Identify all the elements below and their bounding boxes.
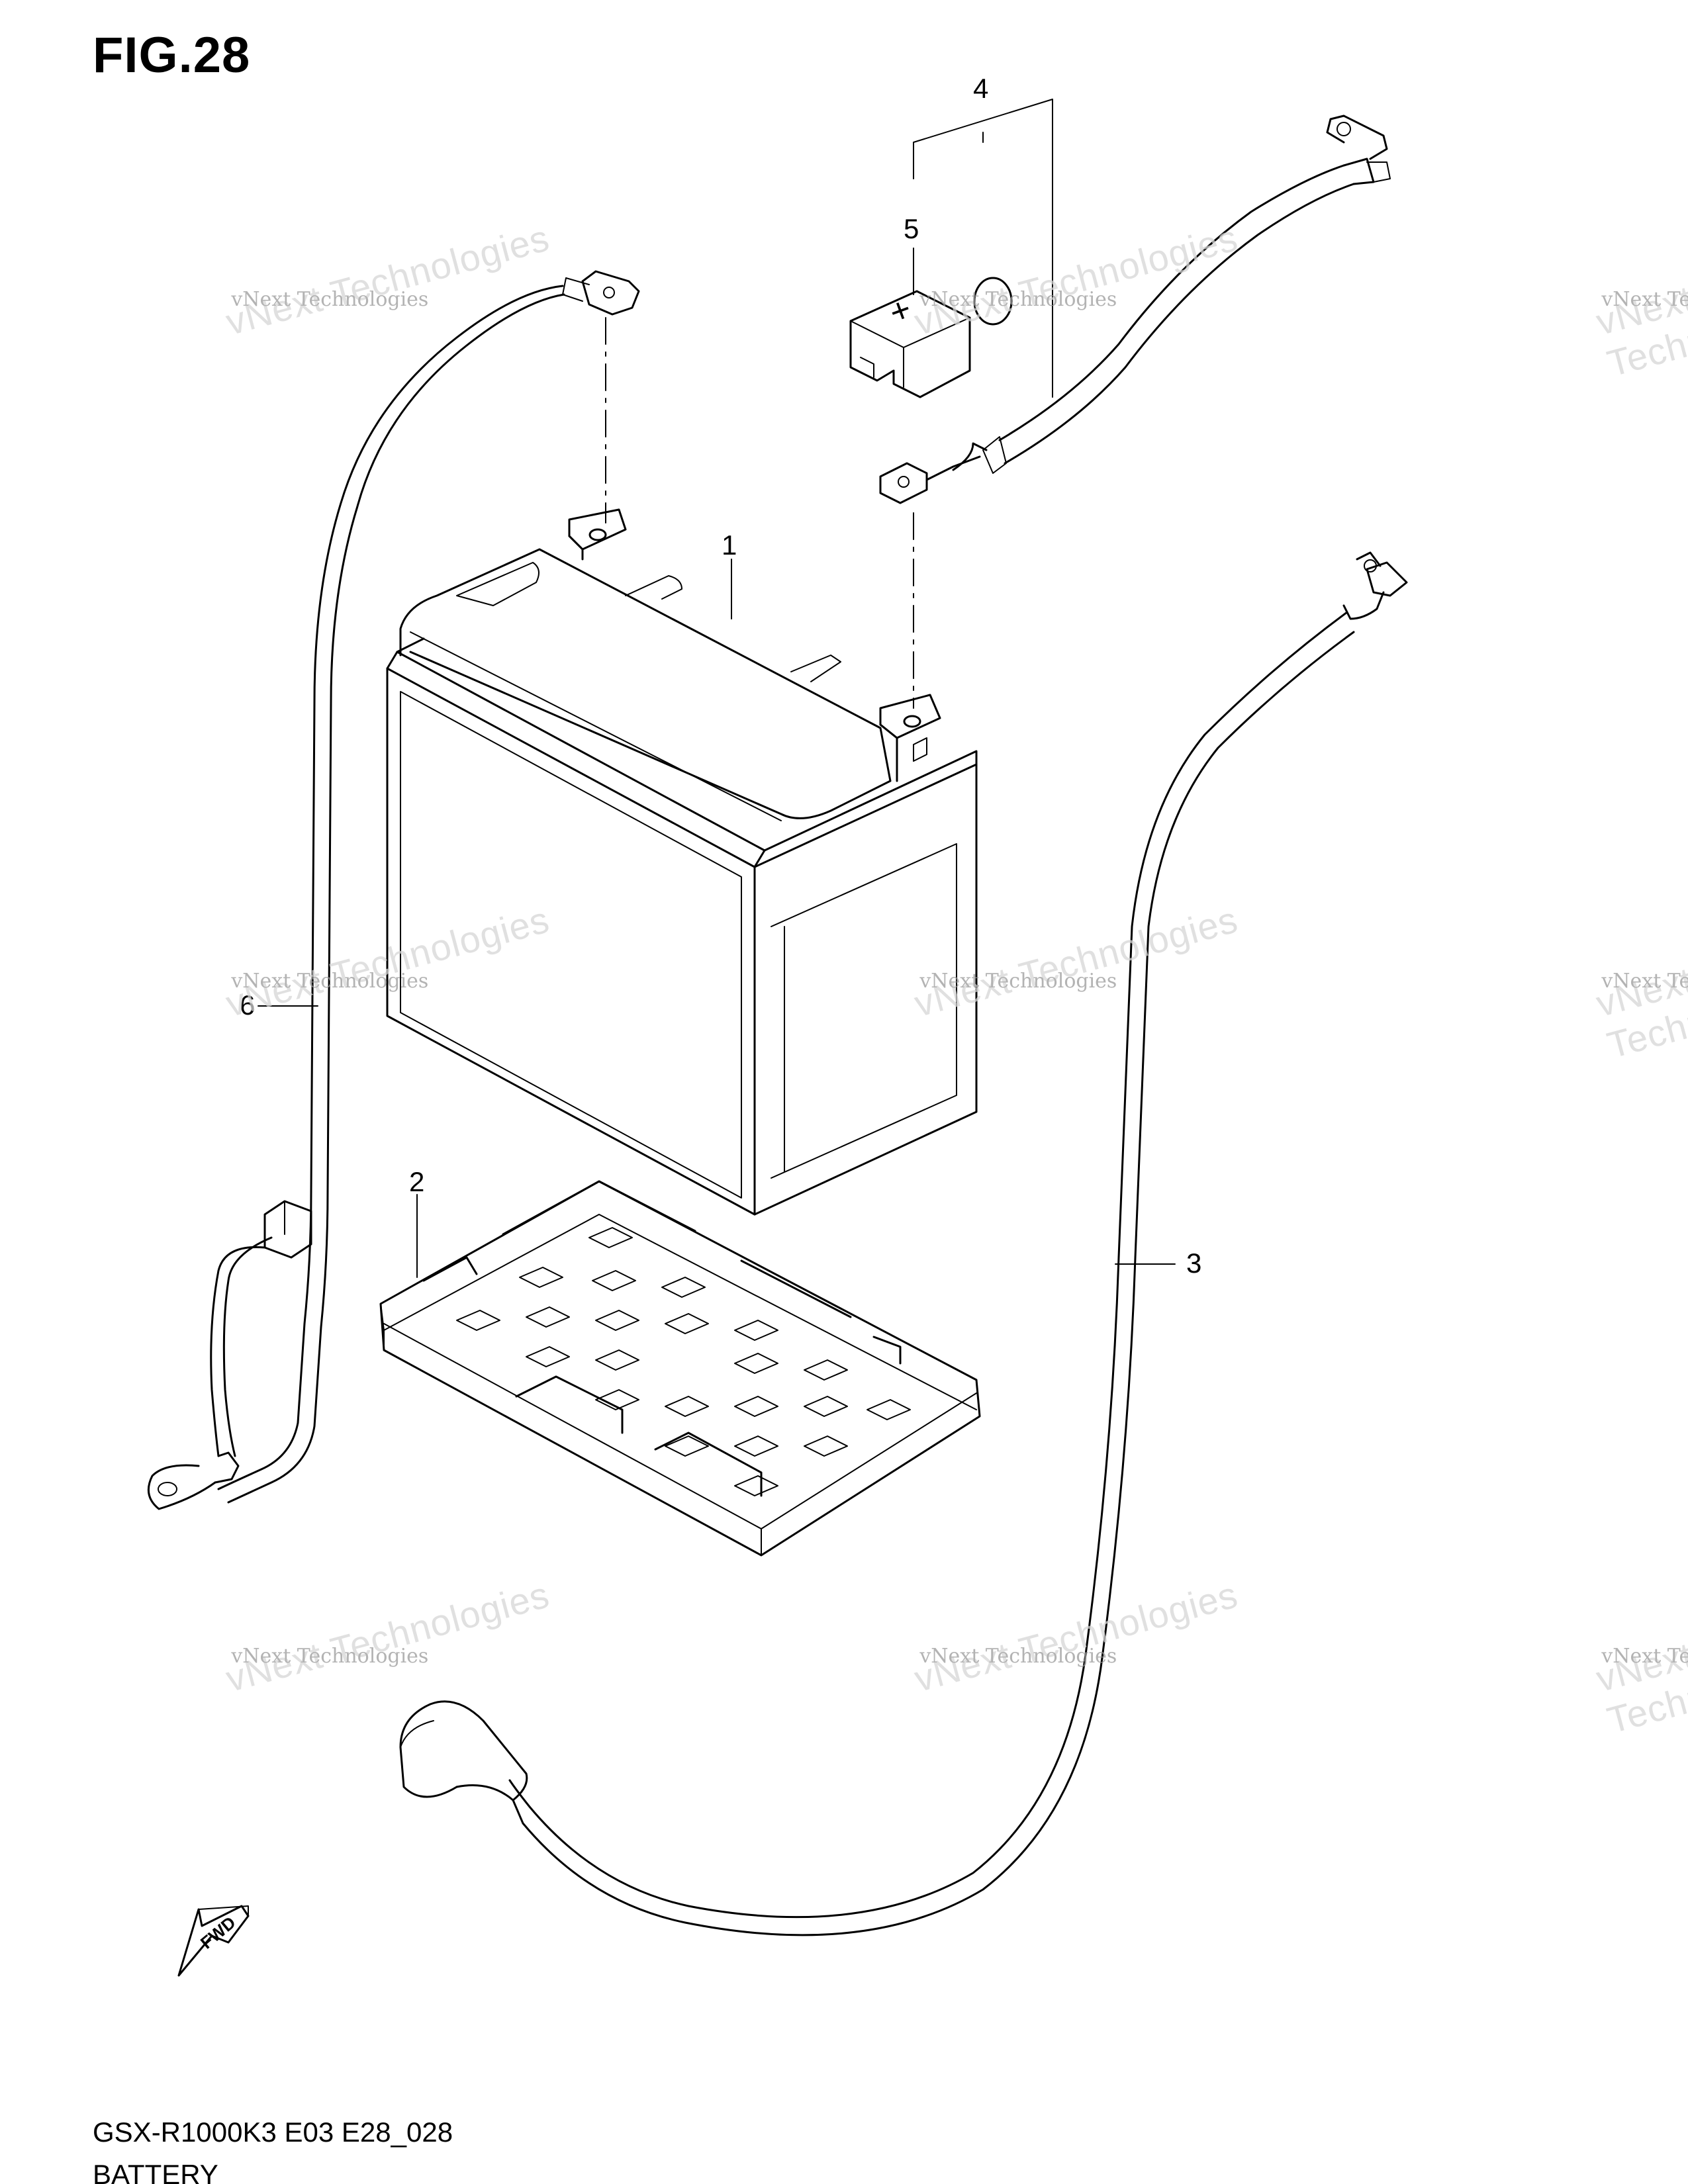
callout-6: 6 (240, 989, 256, 1021)
model-code: GSX-R1000K3 E03 E28_028 (93, 2116, 453, 2148)
callout-5: 5 (904, 213, 919, 244)
terminal-cover (849, 277, 1013, 398)
positive-cable (879, 114, 1391, 504)
fwd-arrow (177, 1905, 250, 1977)
callout-2: 2 (409, 1166, 425, 1197)
negative-cable (147, 270, 640, 1510)
section-name: BATTERY (93, 2159, 218, 2184)
callout-1: 1 (722, 529, 737, 561)
battery-tray (379, 1180, 981, 1557)
starter-cable (399, 551, 1408, 1936)
battery (386, 508, 978, 1216)
callout-4: 4 (973, 73, 989, 104)
callout-3: 3 (1186, 1248, 1202, 1279)
assembly-lines (605, 317, 914, 709)
leader-lines (258, 99, 1176, 1278)
figure-title: FIG.28 (93, 27, 251, 83)
